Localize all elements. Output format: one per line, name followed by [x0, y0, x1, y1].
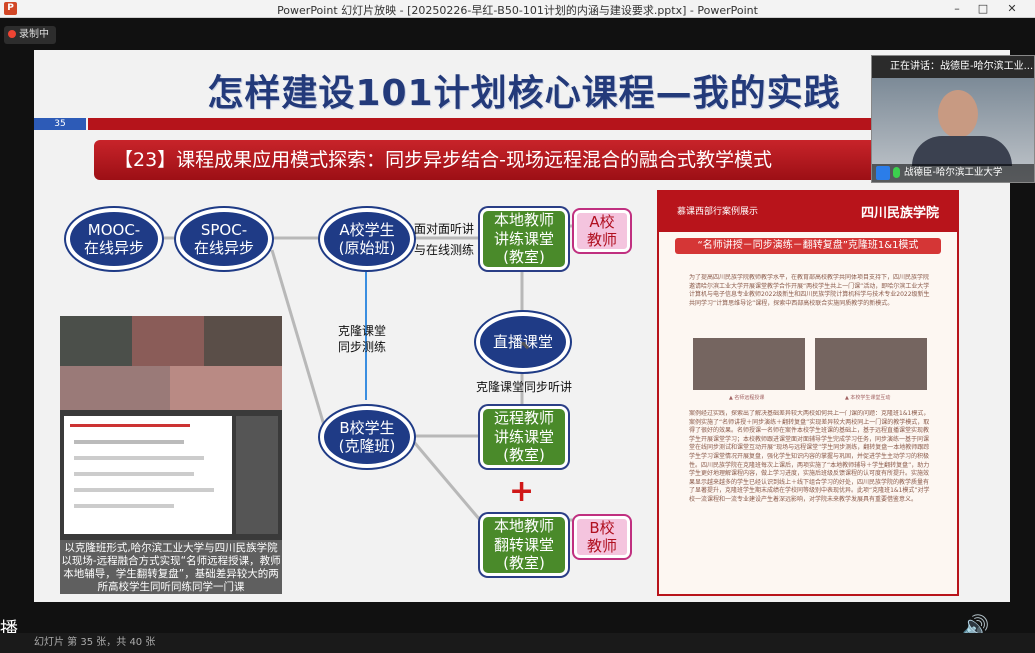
mouse-cursor-icon: ⬉	[520, 338, 531, 352]
mic-icon	[893, 167, 900, 178]
classroom-photo	[204, 316, 282, 366]
case-photo	[815, 338, 927, 390]
case-photo	[693, 338, 805, 390]
flip-teacher-box: 本地教师 翻转课堂 (教室)	[480, 514, 568, 576]
window-title: PowerPoint 幻灯片放映 - [20250226-早红-B50-101计…	[277, 4, 758, 17]
school-a-label: A校学生 (原始班)	[338, 221, 396, 257]
live-class-label: 直播课堂	[492, 333, 553, 351]
window-titlebar: P PowerPoint 幻灯片放映 - [20250226-早红-B50-10…	[0, 0, 1035, 18]
record-dot-icon	[8, 30, 16, 38]
slide-stage: 怎样建设101计划核心课程—我的实践 35 【23】课程成果应用模式探索：同步异…	[34, 50, 1010, 602]
minimize-button[interactable]: –	[954, 2, 960, 15]
spoc-label: SPOC- 在线异步	[193, 221, 254, 257]
plus-sign: +	[509, 474, 535, 509]
video-thumbnails	[236, 416, 278, 534]
speaker-webcam[interactable]: 正在讲话：战德臣-哈尔滨工业... 战德臣-哈尔滨工业大学	[871, 55, 1035, 183]
recording-badge[interactable]: 录制中	[4, 26, 56, 44]
title-underline	[88, 118, 1010, 130]
collage-caption: 以克隆班形式,哈尔滨工业大学与四川民族学院以现场-远程融合方式实现“名师远程授课…	[60, 540, 282, 594]
maximize-button[interactable]: □	[977, 2, 989, 15]
diagram-connectors	[162, 224, 574, 522]
case-paragraph-1: 为了提高四川民族学院教师教学水平，在教育部高校教学共同体项目支持下，四川民族学院…	[689, 274, 930, 307]
school-a-node: A校学生 (原始班)	[320, 208, 414, 270]
online-class-screenshot	[60, 410, 282, 540]
slide-banner: 【23】课程成果应用模式探索：同步异步结合-现场远程混合的融合式教学模式	[94, 140, 884, 180]
case-header-small: 慕课西部行案例展示	[677, 207, 759, 217]
classroom-photo	[170, 366, 282, 416]
classroom-photo	[60, 366, 170, 416]
speaking-indicator: 正在讲话：战德臣-哈尔滨工业...	[872, 56, 1034, 78]
a-teacher-label: A校 教师	[586, 213, 617, 249]
live-class-node: 直播课堂	[476, 312, 570, 372]
a-teacher-box: A校 教师	[574, 210, 630, 252]
online-practice-label: 与在线测练	[414, 243, 475, 257]
classroom-photo	[60, 316, 132, 366]
case-header: 慕课西部行案例展示 四川民族学院	[659, 192, 957, 232]
case-photo-caption: ▲ 名师远程授课	[729, 395, 765, 401]
b-teacher-box: B校 教师	[574, 516, 630, 558]
clone-listen-label: 克隆课堂同步听讲	[476, 380, 573, 394]
school-b-label: B校学生 (克隆班)	[338, 419, 396, 455]
spoc-node: SPOC- 在线异步	[176, 208, 272, 270]
b-teacher-label: B校 教师	[586, 519, 617, 555]
quiz-screen	[64, 416, 232, 534]
school-b-node: B校学生 (克隆班)	[320, 406, 414, 468]
user-icon	[876, 166, 890, 180]
slideshow-status-bar: 幻灯片 第 35 张，共 40 张	[0, 633, 1035, 653]
slide-number: 35	[34, 118, 86, 130]
mooc-node: MOOC- 在线异步	[66, 208, 162, 270]
speaker-name: 战德臣-哈尔滨工业大学	[904, 167, 1003, 178]
case-subtitle: “名师讲授－同步演练－翻转复盘”克隆班1&1模式	[675, 238, 941, 254]
face-to-face-label: 面对面听讲	[414, 222, 475, 236]
recording-label: 录制中	[19, 29, 49, 40]
case-paragraph-2: 案例经过实践，探索出了解决基础差异较大两校如何共上一门课的问题：克隆班1&1模式…	[689, 410, 930, 503]
case-study-card: 慕课西部行案例展示 四川民族学院 “名师讲授－同步演练－翻转复盘”克隆班1&1模…	[657, 190, 959, 596]
classroom-photo-collage	[60, 316, 282, 416]
speaker-name-bar: 战德臣-哈尔滨工业大学	[872, 164, 1034, 182]
local-teacher-label: 本地教师 讲练课堂 (教室)	[493, 210, 554, 267]
slide-title: 怎样建设101计划核心课程—我的实践	[207, 73, 841, 114]
flip-teacher-label: 本地教师 翻转课堂 (教室)	[493, 516, 554, 573]
clone-sync-label: 克隆课堂 同步测练	[338, 324, 387, 354]
local-teacher-box: 本地教师 讲练课堂 (教室)	[480, 208, 568, 270]
case-header-title: 四川民族学院	[860, 206, 939, 221]
mooc-label: MOOC- 在线异步	[83, 221, 144, 257]
remote-teacher-label: 远程教师 讲练课堂 (教室)	[493, 408, 554, 465]
classroom-photo	[132, 316, 204, 366]
powerpoint-app-icon: P	[4, 2, 17, 15]
speaker-face	[938, 90, 978, 138]
speaker-body	[912, 136, 1012, 166]
remote-teacher-box: 远程教师 讲练课堂 (教室)	[480, 406, 568, 468]
close-button[interactable]: ✕	[1007, 2, 1017, 15]
case-photo-caption: ▲ 本校学生课堂互动	[845, 395, 891, 401]
